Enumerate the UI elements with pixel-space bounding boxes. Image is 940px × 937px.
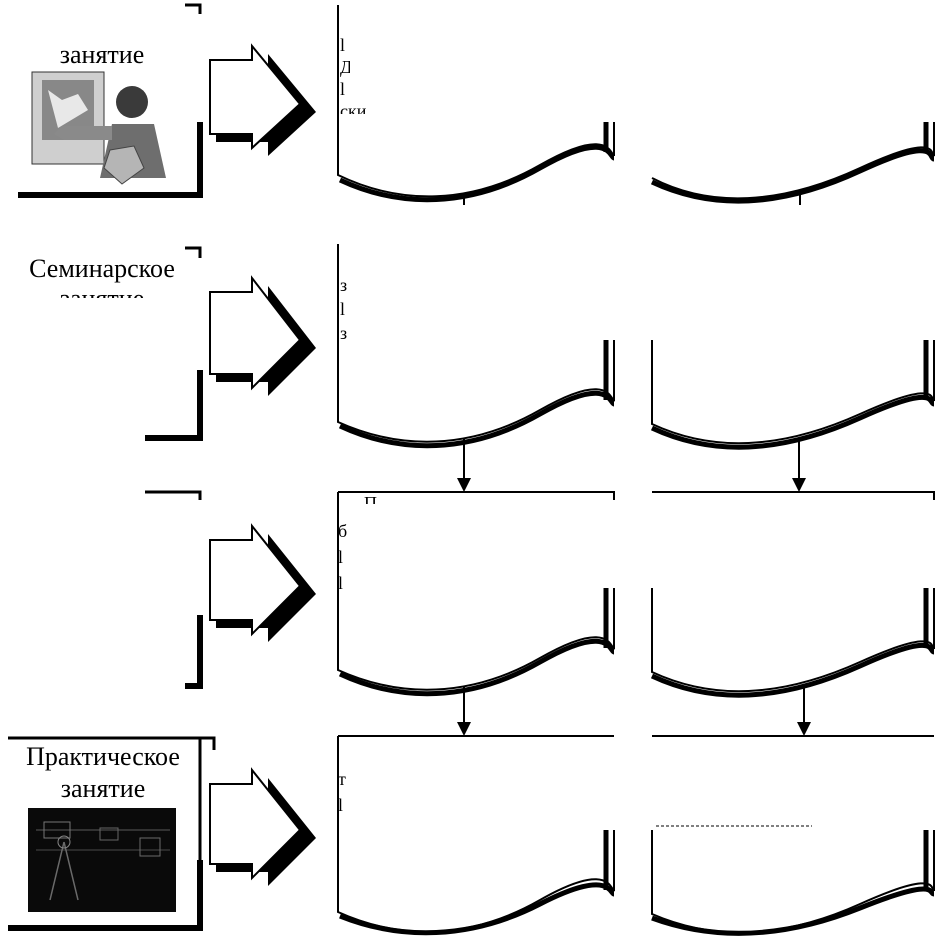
row-1-doc-left [337, 5, 616, 203]
row-1-frag-2: Д [340, 57, 350, 77]
row-3-frame-top [145, 490, 202, 500]
row-4-practical [8, 735, 935, 936]
row-4-doc-left [337, 735, 616, 936]
row-2-frag-2: l [340, 299, 346, 319]
row-4-doc-right [651, 735, 935, 936]
row-2-frag-3: з [340, 323, 348, 343]
row-2-frag-1: з [340, 275, 348, 295]
row-1-doc-right [650, 122, 935, 204]
lecturer-illustration [31, 71, 166, 185]
row-1-frag-3: l [340, 79, 346, 99]
row-2-label-line-1: Семинарское [29, 254, 175, 283]
row-2-doc-right [650, 340, 935, 450]
lab-photo [28, 808, 176, 912]
row-2-label-line-2: занятие [14, 284, 190, 298]
row-1-label: занятие [59, 40, 145, 69]
row-3-frag-3: l [338, 573, 344, 593]
row-4-label-line-1: Практическое [26, 742, 180, 771]
row-2-down-arrow-right [792, 438, 806, 492]
row-2-down-arrow-left [457, 438, 471, 492]
row-3-down-arrow-left [457, 686, 471, 736]
row-1-frame-top [185, 3, 202, 14]
row-4-frag-2: l [338, 795, 344, 815]
row-3-frag-2: l [338, 547, 344, 567]
row-4-frame-top-right [200, 736, 216, 750]
row-2-seminar [145, 244, 935, 492]
row-3-doc-left [337, 491, 616, 697]
row-3-frame-bottom [185, 615, 203, 689]
row-2-frame-bottom [145, 370, 203, 441]
row-3-doc-right [650, 491, 935, 698]
row-3-down-arrow-right [797, 686, 811, 736]
row-4-frame-bottom [8, 860, 203, 931]
row-3 [145, 490, 935, 736]
row-4-arrow [209, 767, 302, 881]
row-3-frag-1: б [338, 521, 348, 541]
row-1-lecture [18, 3, 935, 205]
row-4-frag-1: т [338, 769, 346, 789]
row-1-frame-bottom [18, 122, 203, 198]
row-1-frag-1: l [340, 35, 346, 55]
row-2-doc-left [337, 244, 616, 449]
row-3-frag-top: П [364, 493, 377, 504]
row-2-frame-top [185, 246, 202, 258]
row-1-frag-4: ски [340, 101, 367, 114]
row-1-arrow [209, 43, 302, 151]
row-4-label-line-2: занятие [60, 774, 146, 803]
row-3-arrow [209, 523, 302, 637]
row-2-arrow [209, 275, 302, 391]
